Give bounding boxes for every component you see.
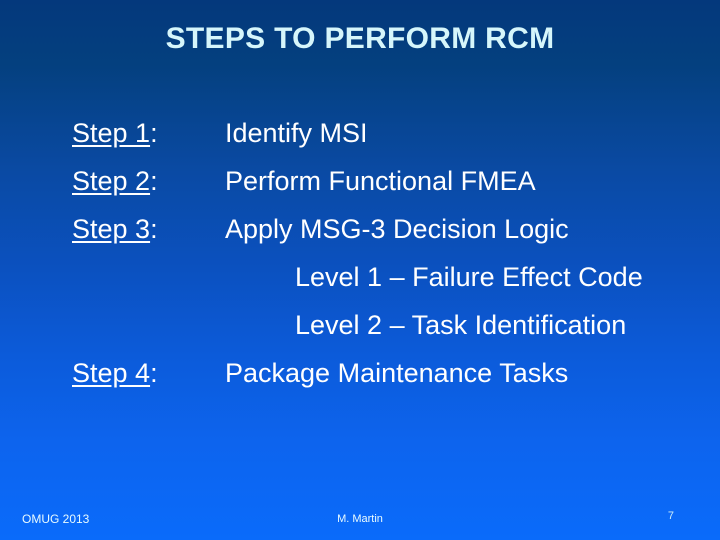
step-label-colon: : [150,166,158,196]
page-title: STEPS TO PERFORM RCM [165,22,555,55]
step-description: Package Maintenance Tasks [225,358,569,388]
sub-step-row: Level 2 – Task Identification [0,310,720,358]
sub-step-description: Level 2 – Task Identification [295,310,627,340]
step-row: Step 2: Perform Functional FMEA [0,166,720,214]
step-label-text: Step 1 [72,118,151,148]
step-label: Step 2: [0,166,158,197]
step-row: Step 3: Apply MSG-3 Decision Logic [0,214,720,262]
step-description: Identify MSI [225,118,368,148]
slide-footer: OMUG 2013 M. Martin 7 [0,500,720,540]
step-description: Perform Functional FMEA [225,166,536,196]
step-description: Apply MSG-3 Decision Logic [225,214,569,244]
footer-author-label: M. Martin [337,513,383,525]
sub-step-description: Level 1 – Failure Effect Code [295,262,643,292]
steps-list: Step 1: Identify MSI Step 2: Perform Fun… [0,118,720,406]
footer-conference-label: OMUG 2013 [22,512,90,526]
step-label: Step 4: [0,358,158,389]
step-label-colon: : [150,118,158,148]
step-label: Step 3: [0,214,158,245]
step-label: Step 1: [0,118,158,149]
step-label-colon: : [150,358,158,388]
step-row: Step 4: Package Maintenance Tasks [0,358,720,406]
step-label-text: Step 2 [72,166,151,196]
step-label-text: Step 4 [72,358,151,388]
step-label-text: Step 3 [72,214,151,244]
slide-page-number: 7 [667,510,674,522]
sub-step-row: Level 1 – Failure Effect Code [0,262,720,310]
step-row: Step 1: Identify MSI [0,118,720,166]
step-label-colon: : [150,214,158,244]
